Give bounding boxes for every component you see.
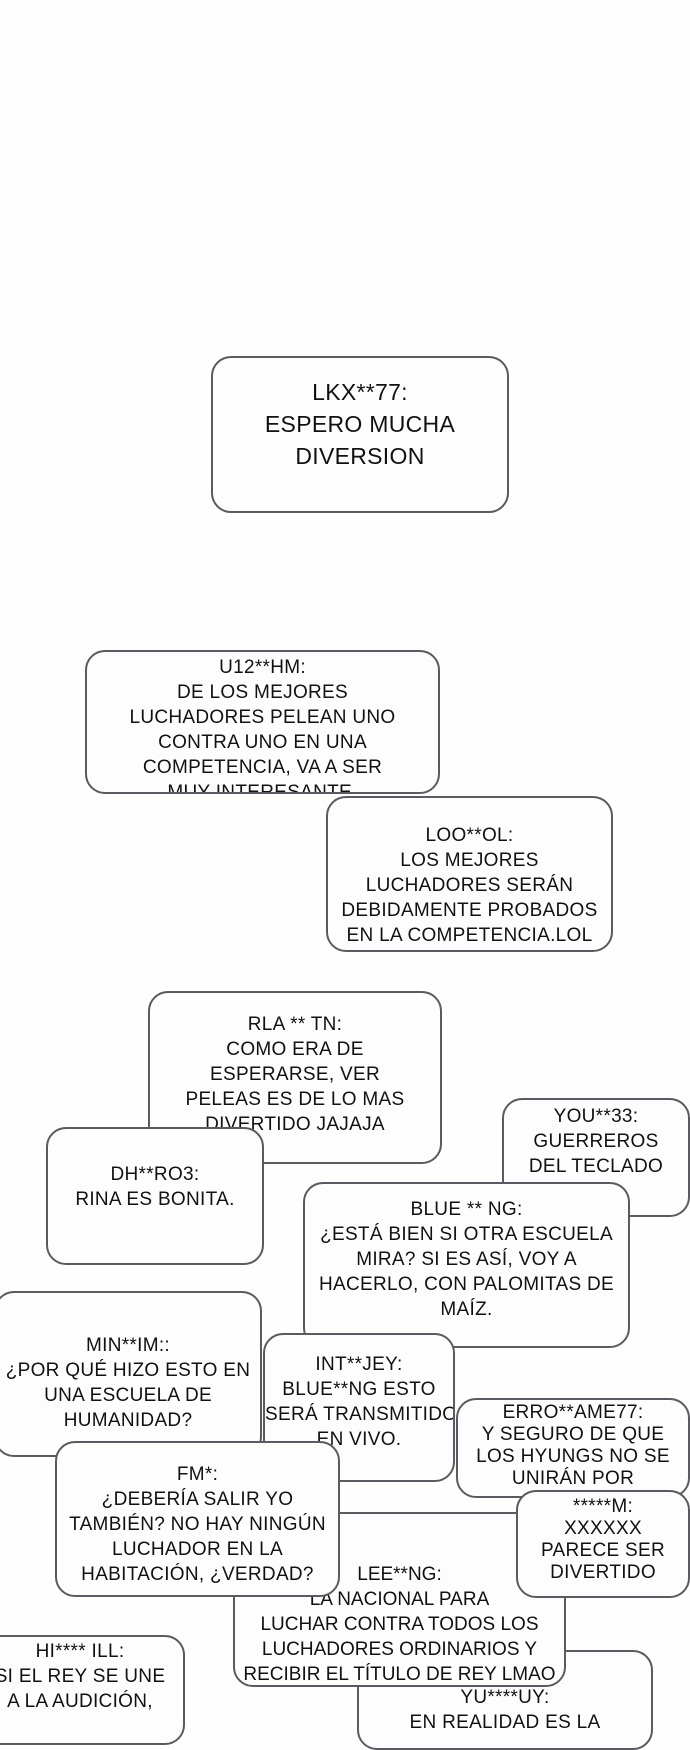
comment-user: DH**RO3: [110, 1164, 200, 1185]
comment-user: LOO**OL: [425, 825, 514, 846]
comment-user: HI**** ILL: [35, 1641, 125, 1662]
comment-text: ¿POR QUÉ HIZO ESTO EN [5, 1360, 251, 1381]
comment-text: LOS HYUNGS NO SE [476, 1446, 670, 1467]
comment-text: ESPERO MUCHA [264, 411, 456, 437]
comment-user: YU****UY: [460, 1687, 550, 1708]
comment-text: HABITACIÓN, ¿VERDAD? [81, 1564, 314, 1585]
comment-text: SERÁ TRANSMITIDO [265, 1404, 455, 1425]
comment-text: LA NACIONAL PARA [309, 1589, 490, 1610]
comment-user: FM*: [176, 1464, 219, 1485]
comment-text: EN LA COMPETENCIA.LOL [346, 925, 593, 946]
comment-bubble-u12: U12**HM: DE LOS MEJORES LUCHADORES PELEA… [85, 650, 440, 794]
comment-user: LKX**77: [312, 379, 408, 405]
comment-bubble-hi: HI**** ILL: SI EL REY SE UNE A LA AUDICI… [0, 1635, 185, 1745]
comment-bubble-min: MIN**IM:: ¿POR QUÉ HIZO ESTO EN UNA ESCU… [0, 1291, 262, 1457]
comment-text: A LA AUDICIÓN, [7, 1691, 153, 1712]
comment-text: DE LOS MEJORES [176, 682, 349, 703]
comment-text: PARECE SER [540, 1540, 666, 1561]
comment-text: COMPETENCIA, VA A SER [142, 757, 383, 778]
comment-text: LUCHAR CONTRA TODOS LOS [260, 1614, 539, 1635]
comment-text: ¿ESTÁ BIEN SI OTRA ESCUELA [320, 1224, 613, 1245]
comment-user: BLUE ** NG: [410, 1199, 523, 1220]
comment-text: HACERLO, CON PALOMITAS DE [318, 1274, 614, 1295]
comment-text: XXXXXX [564, 1518, 642, 1539]
comment-text: DIVERTIDO [550, 1562, 656, 1583]
comment-text: RECIBIR EL TÍTULO DE REY LMAO [243, 1664, 556, 1685]
comment-text: COMO ERA DE [226, 1039, 364, 1060]
comment-text: CONTRA UNO EN UNA [158, 732, 367, 753]
comment-text: MIRA? SI ES ASÍ, VOY A [356, 1249, 577, 1270]
comment-text: UNIRÁN POR [511, 1468, 635, 1489]
comment-text: DEL TECLADO [528, 1156, 664, 1177]
comment-bubble-fm: FM*: ¿DEBERÍA SALIR YO TAMBIÉN? NO HAY N… [55, 1441, 340, 1597]
comment-user: ERRO**AME77: [502, 1402, 644, 1423]
comment-text: LOS MEJORES [400, 850, 539, 871]
comment-user: U12**HM: [219, 657, 306, 678]
comment-bubble-erro: ERRO**AME77: Y SEGURO DE QUE LOS HYUNGS … [456, 1398, 690, 1498]
comment-text: ¿DEBERÍA SALIR YO [101, 1489, 294, 1510]
comment-user: YOU**33: [553, 1106, 639, 1127]
comment-text: UNA ESCUELA DE [44, 1385, 212, 1406]
comment-bubble-dh: DH**RO3: RINA ES BONITA. [46, 1127, 264, 1265]
comment-text: LUCHADORES PELEAN UNO [129, 707, 396, 728]
comment-text: RINA ES BONITA. [75, 1189, 235, 1210]
comment-text: BLUE**NG ESTO [282, 1379, 436, 1400]
comment-user: RLA ** TN: [247, 1014, 343, 1035]
comment-user: LEE**NG: [357, 1564, 442, 1585]
comment-bubble-lkx: LKX**77: ESPERO MUCHA DIVERSION [211, 356, 509, 513]
comment-user: *****M: [572, 1496, 634, 1517]
comment-text: PELEAS ES DE LO MAS [185, 1089, 405, 1110]
comment-user: MIN**IM:: [86, 1335, 170, 1356]
comment-bubble-loo: LOO**OL: LOS MEJORES LUCHADORES SERÁN DE… [326, 796, 613, 952]
comment-text: LUCHADOR EN LA [111, 1539, 284, 1560]
comment-text: LUCHADORES ORDINARIOS Y [261, 1639, 538, 1660]
comment-text: SI EL REY SE UNE [0, 1666, 166, 1687]
comment-text: DEBIDAMENTE PROBADOS [341, 900, 598, 921]
comment-text: GUERREROS [533, 1131, 659, 1152]
comment-text: Y SEGURO DE QUE [481, 1424, 665, 1445]
comment-text: TAMBIÉN? NO HAY NINGÚN [69, 1514, 326, 1535]
comment-text: ESPERARSE, VER [210, 1064, 380, 1085]
comment-bubble-star: *****M: XXXXXX PARECE SER DIVERTIDO [516, 1490, 690, 1598]
comment-text: EN VIVO. [316, 1429, 402, 1450]
comment-text: MUY INTERESANTE. [167, 782, 358, 794]
comment-text: LUCHADORES SERÁN [365, 875, 574, 896]
comment-bubble-blue: BLUE ** NG: ¿ESTÁ BIEN SI OTRA ESCUELA M… [303, 1182, 630, 1348]
comment-text: HUMANIDAD? [63, 1410, 193, 1431]
comment-user: INT**JEY: [315, 1354, 403, 1375]
comment-text: DIVERSION [295, 443, 425, 469]
comment-text: MAÍZ. [440, 1299, 493, 1320]
